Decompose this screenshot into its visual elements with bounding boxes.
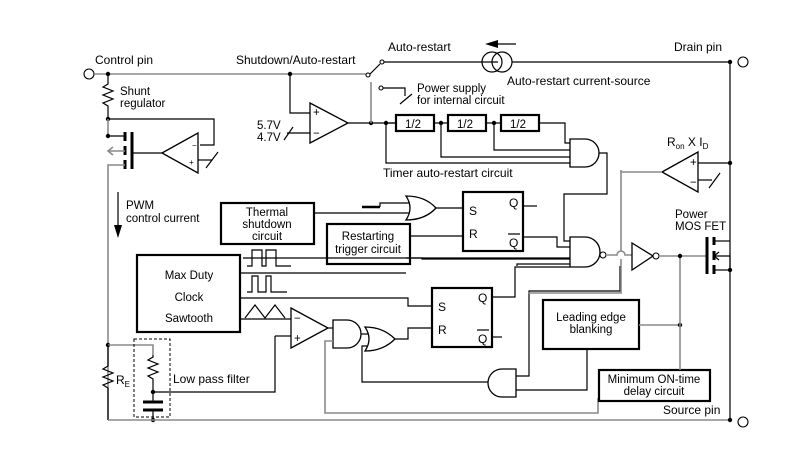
shutdown-auto-restart-label: Shutdown/Auto-restart: [236, 53, 356, 67]
low-pass-filter-box: [133, 338, 171, 418]
svg-text:Q: Q: [509, 196, 518, 210]
svg-text:1/2: 1/2: [510, 119, 526, 131]
power-mosfet-label-1: Power: [675, 209, 708, 221]
shunt-mosfet: [106, 132, 162, 420]
svg-text:Leading edge: Leading edge: [556, 312, 626, 324]
source-pin-label: Source pin: [663, 403, 720, 417]
power-mosfet-label-2: MOS FET: [675, 221, 726, 233]
lpf-resistor: [146, 355, 160, 402]
svg-text:+: +: [189, 158, 194, 167]
ron-id-label: Ron X ID: [667, 135, 709, 151]
control-pin-label: Control pin: [95, 53, 153, 67]
timer-divider-chain: [385, 113, 570, 164]
current-source-label: Auto-restart current-source: [507, 74, 651, 88]
svg-text:−: −: [192, 141, 197, 150]
svg-text:Q: Q: [509, 236, 518, 250]
control-pin-terminal: [83, 68, 95, 80]
source-pin-terminal: [737, 416, 749, 428]
svg-text:Thermal: Thermal: [246, 207, 288, 219]
clock-waveform: [247, 275, 287, 293]
overcurrent-comparator: + −: [621, 150, 733, 194]
threshold-low-label: 4.7V: [257, 132, 281, 144]
blanking-and-gate: [487, 368, 517, 398]
svg-text:Sawtooth: Sawtooth: [165, 313, 213, 325]
auto-restart-current-source: [481, 40, 730, 73]
sawtooth-waveform: [244, 304, 286, 319]
svg-text:Q: Q: [478, 291, 487, 305]
threshold-high-label: 5.7V: [257, 120, 281, 132]
timer-and-gate: [569, 138, 600, 168]
svg-text:S: S: [438, 300, 446, 314]
pwm-and-gate: [332, 319, 362, 349]
top-rail: [95, 73, 370, 80]
pwm-comparator: − +: [290, 306, 330, 350]
re-label: RE: [116, 373, 130, 389]
thermal-or-gate: [404, 195, 437, 221]
thermal-shutdown-block: [219, 201, 316, 246]
svg-text:R: R: [469, 227, 478, 241]
svg-text:−: −: [294, 313, 301, 325]
svg-text:Q: Q: [478, 332, 487, 346]
svg-text:circuit: circuit: [252, 231, 283, 243]
svg-text:−: −: [690, 177, 697, 189]
svg-text:Minimum ON-time: Minimum ON-time: [608, 374, 701, 386]
svg-text:Restarting: Restarting: [342, 231, 394, 243]
pwm-flipflop: S R Q Q: [430, 286, 494, 349]
drain-pin-terminal: [737, 56, 749, 68]
svg-text:+: +: [294, 333, 301, 345]
leading-edge-blanking-block: [541, 298, 641, 351]
low-pass-filter-label: Low pass filter: [173, 372, 250, 386]
output-nand-gate: [569, 236, 601, 268]
drain-pin-label: Drain pin: [674, 40, 722, 54]
re-resistor: [101, 345, 115, 420]
power-mosfet: [705, 237, 733, 274]
reset-or-gate: [363, 326, 396, 352]
restarting-trigger-block: [325, 222, 412, 266]
svg-text:+: +: [690, 157, 697, 169]
svg-text:delay circuit: delay circuit: [624, 386, 686, 398]
shunt-regulator-label-1: Shunt: [120, 86, 151, 98]
auto-restart-switch: [365, 59, 498, 78]
svg-text:S: S: [469, 204, 477, 218]
svg-text:blanking: blanking: [570, 324, 613, 336]
svg-text:shutdown: shutdown: [242, 219, 291, 231]
timer-auto-restart-label: Timer auto-restart circuit: [383, 166, 513, 180]
pwm-control-label-1: PWM: [126, 200, 154, 212]
oscillator-block: [135, 253, 242, 334]
svg-text:Max Duty: Max Duty: [165, 270, 214, 282]
pwm-control-label-2: control current: [126, 213, 200, 225]
svg-text:R: R: [438, 323, 447, 337]
svg-text:Clock: Clock: [175, 292, 204, 304]
power-supply-label-1: Power supply: [417, 83, 486, 95]
power-supply-label-2: for internal circuit: [417, 95, 505, 107]
minimum-on-time-block: [597, 368, 712, 403]
shunt-regulator-label-2: regulator: [120, 98, 166, 110]
pwm-control-current-arrow: [114, 192, 122, 238]
svg-text:trigger circuit: trigger circuit: [335, 244, 402, 256]
svg-text:1/2: 1/2: [405, 119, 421, 131]
auto-restart-label: Auto-restart: [388, 40, 451, 54]
svg-text:+: +: [313, 107, 320, 119]
shunt-error-amplifier: − +: [160, 131, 219, 175]
svg-text:1/2: 1/2: [457, 119, 473, 131]
shunt-regulator-resistor: [101, 80, 115, 118]
undervoltage-comparator: + −: [309, 101, 350, 145]
latch-flipflop: S R Q Q: [461, 190, 525, 253]
power-supply-contact: [378, 85, 384, 91]
svg-text:−: −: [313, 128, 320, 140]
max-duty-waveform: [247, 249, 291, 267]
output-inverter: [631, 241, 655, 272]
